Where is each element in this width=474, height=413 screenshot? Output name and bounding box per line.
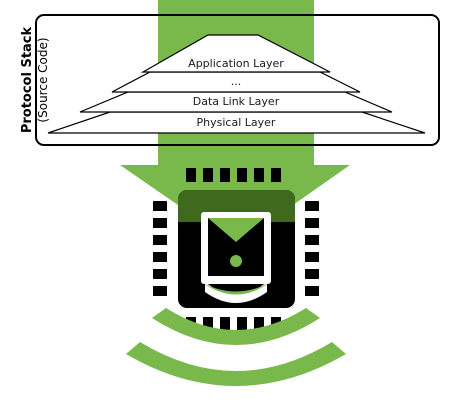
stack-subtitle: (Source Code) [36, 37, 50, 122]
stack-title: Protocol Stack [20, 26, 35, 133]
layer-application [140, 34, 331, 73]
chip-inner-arc-green [203, 283, 269, 295]
wave-inner [152, 308, 320, 345]
wave-outer [126, 342, 346, 386]
chip-pins-top [186, 168, 281, 182]
layer-label: ... [231, 75, 242, 88]
signal-dot [230, 255, 242, 267]
layer-label: Data Link Layer [193, 95, 280, 108]
layer-label: Physical Layer [197, 116, 276, 129]
chip-arrow-tip [208, 218, 264, 242]
chip-pins-right [305, 201, 319, 296]
chip-inner-arc [205, 282, 267, 303]
chip-pins-left [153, 201, 167, 296]
pyramid: Application Layer ... Data Link Layer Ph… [47, 34, 426, 134]
protocol-stack-box: Protocol Stack (Source Code) Application… [20, 14, 440, 146]
wireless-signal-icon [126, 308, 346, 386]
layer-label: Application Layer [188, 57, 284, 70]
